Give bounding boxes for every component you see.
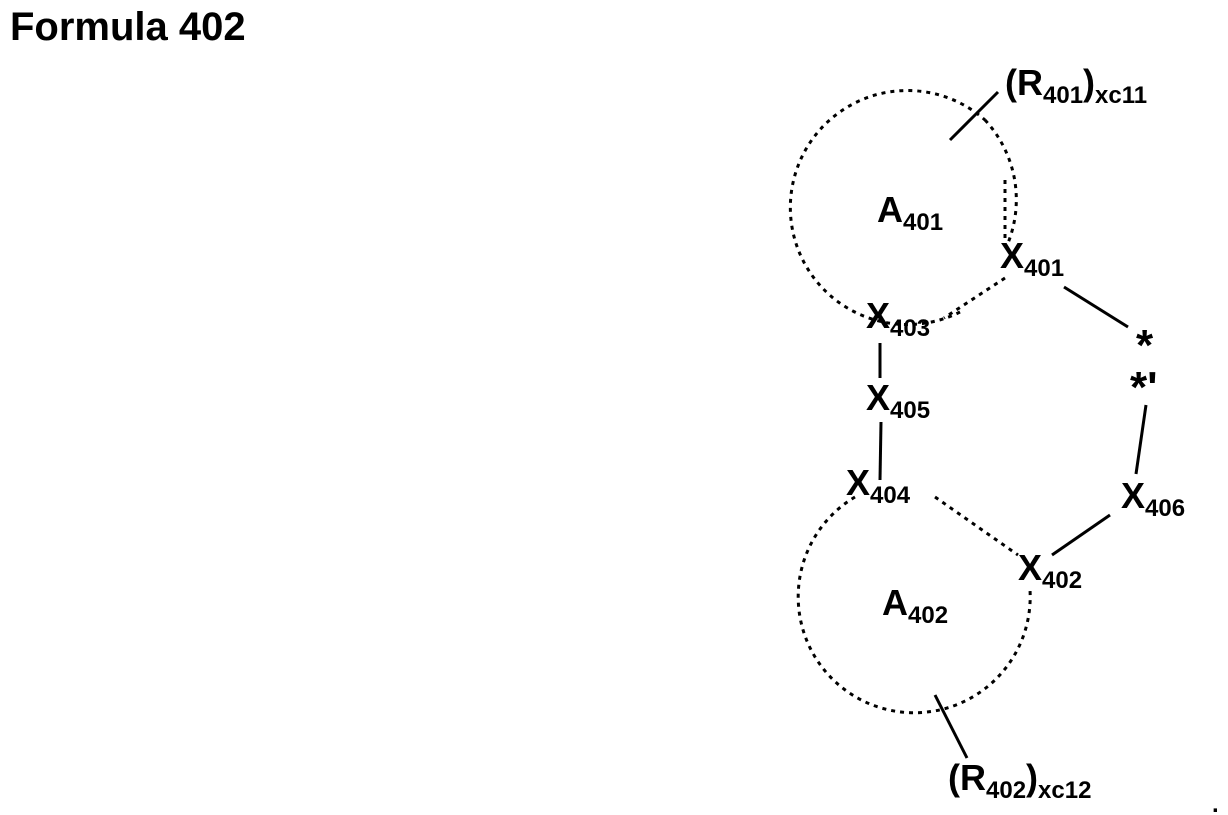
atom-x405: X405 <box>866 377 930 424</box>
atom-x403: X403 <box>866 295 930 342</box>
substituent-r401: (R401)xc11 <box>1005 62 1147 109</box>
ring-a401 <box>790 91 1016 325</box>
ring-label-a402: A402 <box>882 582 948 629</box>
bond-r401 <box>950 92 998 140</box>
bond-x406-x402 <box>1052 515 1110 555</box>
bond-x401-x403 <box>944 278 1005 318</box>
trailing-period: . <box>1212 791 1219 815</box>
atom-x404: X404 <box>846 462 911 509</box>
atom-x402: X402 <box>1018 547 1082 594</box>
attachment-star-prime: *' <box>1130 363 1158 412</box>
bond-x404-x402 <box>935 497 1018 555</box>
bond-x401-star <box>1064 287 1128 327</box>
atom-x401: X401 <box>1000 235 1064 282</box>
substituent-r402: (R402)xc12 <box>948 757 1091 804</box>
ring-label-a401: A401 <box>877 189 943 236</box>
bond-x405-x404 <box>880 422 881 480</box>
bond-star-prime-x406 <box>1136 405 1146 474</box>
atom-x406: X406 <box>1121 475 1185 522</box>
bond-r402 <box>935 695 967 758</box>
